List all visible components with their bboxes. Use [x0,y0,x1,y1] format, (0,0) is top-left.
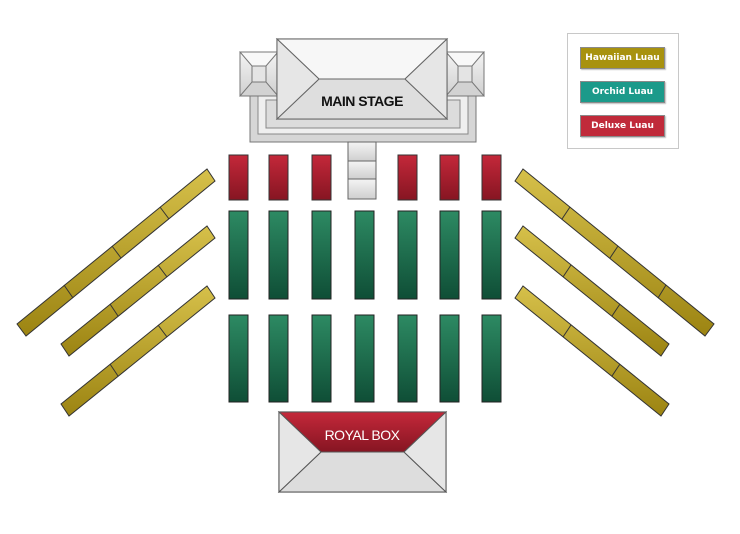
stage-runway [347,141,377,200]
orchid-table[interactable] [268,314,289,403]
hawaiian-table[interactable] [514,285,670,417]
orchid-section-back[interactable] [228,314,502,403]
orchid-table[interactable] [354,210,375,300]
main-stage[interactable]: MAIN STAGE [238,37,486,143]
orchid-table[interactable] [354,314,375,403]
legend-item-deluxe-luau[interactable]: Deluxe Luau [580,115,665,137]
hawaiian-table[interactable] [514,168,715,337]
orchid-table[interactable] [311,210,332,300]
hawaiian-table[interactable] [60,285,216,417]
legend-item-hawaiian-luau[interactable]: Hawaiian Luau [580,47,665,69]
deluxe-table[interactable] [311,154,332,201]
deluxe-section[interactable] [228,154,502,201]
hawaiian-section-left[interactable] [16,168,216,417]
orchid-table[interactable] [439,210,460,300]
stage-left-wing [238,51,280,97]
deluxe-table[interactable] [228,154,249,201]
hawaiian-table[interactable] [60,225,216,357]
main-stage-label: MAIN STAGE [321,93,403,109]
orchid-table[interactable] [397,210,418,300]
deluxe-table[interactable] [268,154,289,201]
hawaiian-table[interactable] [16,168,216,337]
orchid-table[interactable] [311,314,332,403]
deluxe-table[interactable] [481,154,502,201]
hawaiian-table[interactable] [514,225,670,357]
deluxe-table[interactable] [397,154,418,201]
orchid-table[interactable] [268,210,289,300]
legend: Hawaiian Luau Orchid Luau Deluxe Luau [567,33,679,149]
legend-item-orchid-luau[interactable]: Orchid Luau [580,81,665,103]
orchid-table[interactable] [481,210,502,300]
stage-right-wing [444,51,486,97]
orchid-table[interactable] [439,314,460,403]
royal-box-label: ROYAL BOX [325,427,401,443]
orchid-table[interactable] [228,314,249,403]
orchid-table[interactable] [481,314,502,403]
deluxe-table[interactable] [439,154,460,201]
orchid-table[interactable] [228,210,249,300]
hawaiian-section-right[interactable] [514,168,715,417]
orchid-section-front[interactable] [228,210,502,300]
orchid-table[interactable] [397,314,418,403]
royal-box[interactable]: ROYAL BOX [277,410,448,494]
